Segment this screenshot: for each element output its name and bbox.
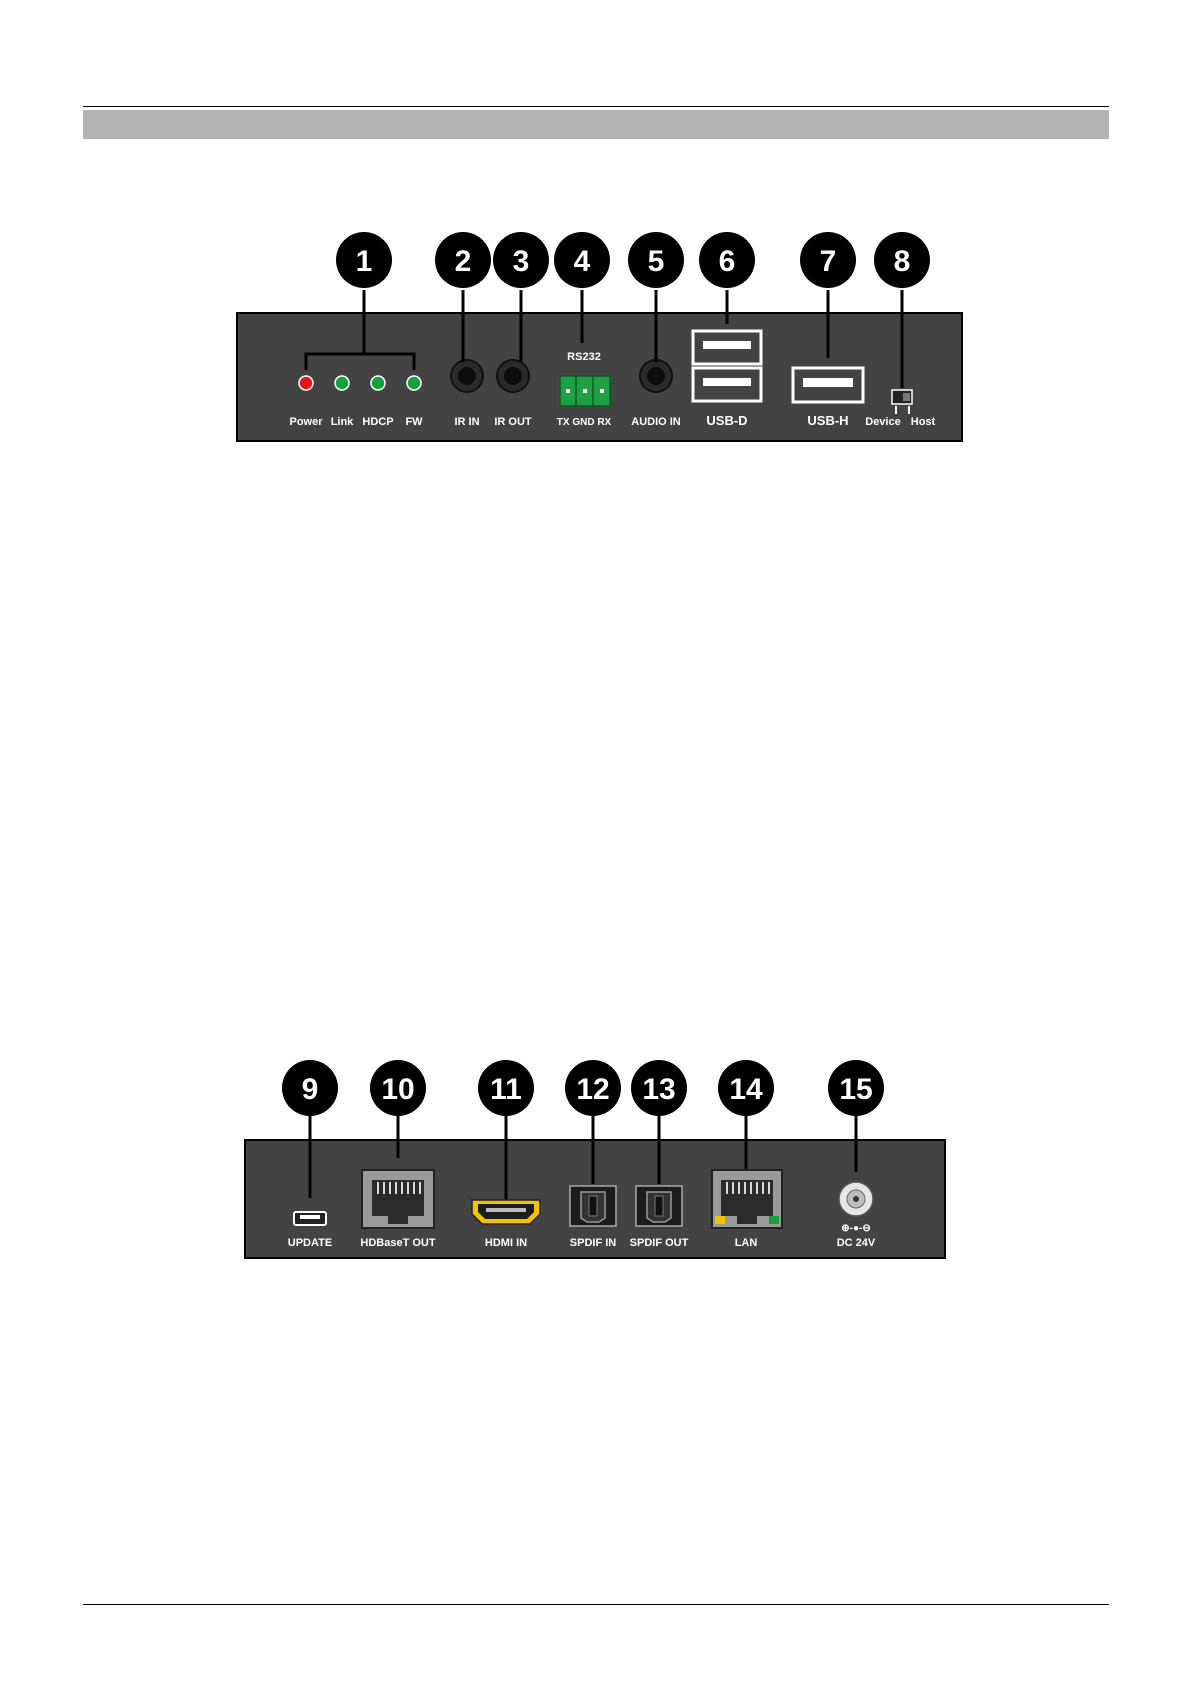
front-callout-5: 5 [628,232,684,288]
callout-number: 3 [513,245,530,278]
callout-number: 13 [642,1073,675,1106]
switch-device-label: Device [865,416,900,428]
led-label-fw: FW [405,416,423,428]
section-header-bar [83,110,1109,139]
spdif-out-optical-icon [636,1186,682,1226]
front-callout-3: 3 [493,232,549,288]
callout-number: 6 [719,245,736,278]
led-label-power: Power [289,416,323,428]
ir-in-jack-icon [451,360,483,392]
footer-rule [83,1604,1109,1605]
usb-h-port-icon [793,368,863,402]
dc-24v-label: DC 24V [837,1237,876,1249]
front-callout-4: 4 [554,232,610,288]
ir-out-label: IR OUT [494,416,532,428]
hdmi-port-icon [472,1200,540,1224]
rear-callout-13: 13 [631,1060,687,1116]
update-micro-usb-icon [294,1212,326,1225]
ir-in-label: IR IN [454,416,479,428]
hdbaset-out-label: HDBaseT OUT [360,1237,435,1249]
callout-number: 10 [381,1073,414,1106]
dc-power-jack-icon [839,1182,873,1216]
callout-number: 15 [839,1073,872,1106]
rear-callout-10: 10 [370,1060,426,1116]
usb-d-label: USB-D [706,413,747,428]
rs232-terminal-icon [560,376,610,406]
lan-label: LAN [735,1237,758,1249]
rs232-title: RS232 [567,351,601,363]
lan-rj45-icon [712,1170,782,1228]
callout-number: 11 [490,1073,522,1106]
callout-number: 5 [648,245,665,278]
front-callout-6: 6 [699,232,755,288]
callout-number: 14 [729,1073,763,1106]
front-callout-7: 7 [800,232,856,288]
led-label-link: Link [331,416,354,428]
callout-number: 4 [574,245,591,278]
spdif-out-label: SPDIF OUT [630,1237,689,1249]
front-panel-diagram: 1 2 3 4 5 6 7 8 Power Link HDCP FW [0,230,1191,450]
callout-number: 12 [576,1073,609,1106]
spdif-in-label: SPDIF IN [570,1237,617,1249]
front-callout-2: 2 [435,232,491,288]
callout-number: 9 [302,1073,319,1106]
rear-callout-12: 12 [565,1060,621,1116]
rs232-pins-label: TX GND RX [557,417,612,428]
rear-callout-14: 14 [718,1060,774,1116]
hdcp-led-icon [371,376,385,390]
rear-callout-9: 9 [282,1060,338,1116]
front-callout-8: 8 [874,232,930,288]
front-callout-1: 1 [336,232,392,288]
header-rule [83,106,1109,107]
callout-number: 7 [820,245,837,278]
callout-number: 1 [356,245,373,278]
audio-in-jack-icon [640,360,672,392]
callout-number: 2 [455,245,472,278]
rear-panel-diagram: 9 10 11 12 13 14 15 UPDATE [0,1060,1191,1270]
spdif-in-optical-icon [570,1186,616,1226]
update-label: UPDATE [288,1237,332,1249]
hdbaset-rj45-icon [362,1170,434,1228]
hdmi-in-label: HDMI IN [485,1237,527,1249]
ir-out-jack-icon [497,360,529,392]
rear-callout-15: 15 [828,1060,884,1116]
usb-h-label: USB-H [807,413,848,428]
dc-polarity-symbol: ⊕-●-⊖ [841,1223,870,1234]
link-led-icon [335,376,349,390]
led-label-hdcp: HDCP [362,416,393,428]
audio-in-label: AUDIO IN [631,416,681,428]
power-led-icon [299,376,313,390]
fw-led-icon [407,376,421,390]
rear-callout-11: 11 [478,1060,534,1116]
callout-number: 8 [894,245,911,278]
switch-host-label: Host [911,416,936,428]
